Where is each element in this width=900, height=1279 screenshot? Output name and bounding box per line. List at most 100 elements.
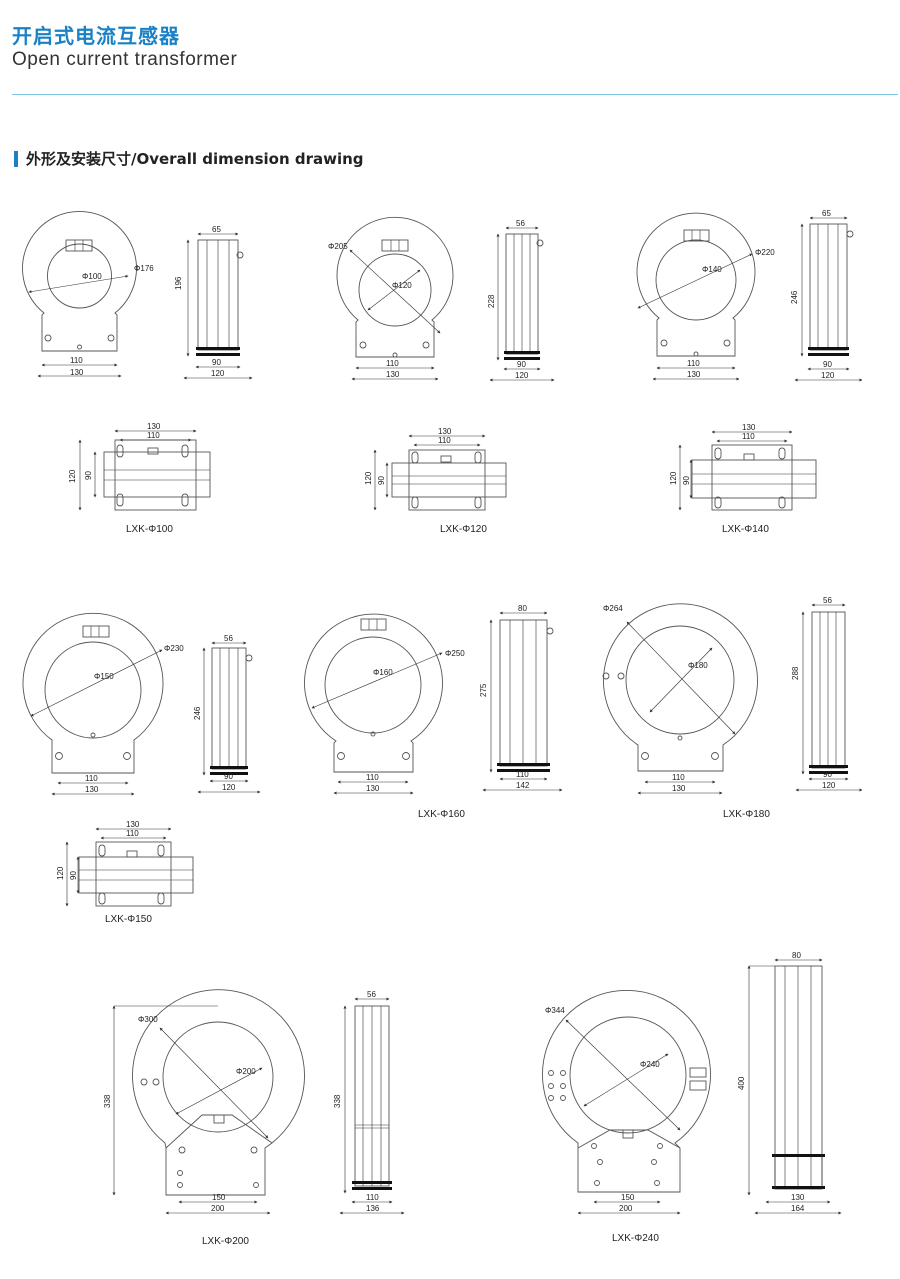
front-view: Φ150 Φ230 110 130 xyxy=(22,612,184,796)
side-width-label: 56 xyxy=(224,634,233,643)
base-outer-label: 130 xyxy=(70,368,84,377)
side-base-outer-label: 120 xyxy=(822,781,836,790)
top-inner-label: 110 xyxy=(438,436,451,445)
base-outer-label: 200 xyxy=(619,1204,633,1213)
section-marker xyxy=(14,150,18,167)
front-view: Φ100 Φ176 110 130 xyxy=(22,211,154,378)
front-view: Φ160 Φ250 110 130 xyxy=(304,613,465,795)
side-view: 56 338 110 136 xyxy=(333,990,405,1215)
side-view: 56 288 90 120 xyxy=(791,596,863,792)
phi-outer-label: Φ344 xyxy=(545,1006,565,1015)
side-height-label: 246 xyxy=(790,290,799,304)
top-outer-label: 130 xyxy=(438,427,452,436)
page-title-cn: 开启式电流互感器 xyxy=(12,24,180,48)
side-base-inner-label: 90 xyxy=(224,772,233,781)
base-inner-label: 110 xyxy=(70,356,83,365)
top-view: 130 110 120 90 xyxy=(669,423,817,511)
top-view: 130 110 120 90 xyxy=(56,820,194,907)
drawing-lxk-phi240: Φ344 Φ240 150 200 80 400 130 164 LXK-Φ24… xyxy=(542,951,842,1244)
phi-outer-label: Φ250 xyxy=(445,649,465,658)
base-inner-label: 110 xyxy=(687,359,700,368)
side-base-inner-label: 110 xyxy=(516,770,529,779)
front-view: Φ344 Φ240 150 200 xyxy=(542,989,711,1215)
side-base-inner-label: 90 xyxy=(517,360,526,369)
top-outer-label: 130 xyxy=(147,422,161,431)
phi-inner-label: Φ200 xyxy=(236,1067,256,1076)
model-caption: LXK-Φ140 xyxy=(722,524,769,535)
side-base-outer-label: 120 xyxy=(211,369,225,378)
front-view: Φ205 Φ120 110 130 xyxy=(328,216,454,381)
model-caption: LXK-Φ180 xyxy=(723,809,770,820)
side-base-outer-label: 120 xyxy=(222,783,236,792)
base-inner-label: 110 xyxy=(85,774,98,783)
phi-outer-label: Φ220 xyxy=(755,248,775,257)
model-caption: LXK-Φ150 xyxy=(105,914,152,925)
base-outer-label: 130 xyxy=(85,785,99,794)
section-title: 外形及安装尺寸/Overall dimension drawing xyxy=(26,150,364,168)
drawing-lxk-phi100: Φ100 Φ176 110 130 65 196 90 120 xyxy=(22,211,253,535)
top-h-inner-label: 90 xyxy=(682,476,691,485)
top-inner-label: 110 xyxy=(742,432,755,441)
side-view: 65 196 90 120 xyxy=(174,225,253,380)
side-base-inner-label: 90 xyxy=(823,360,832,369)
base-outer-label: 200 xyxy=(211,1204,225,1213)
phi-inner-label: Φ100 xyxy=(82,272,102,281)
side-height-label: 338 xyxy=(333,1094,342,1108)
side-width-label: 56 xyxy=(823,596,832,605)
base-outer-label: 130 xyxy=(672,784,686,793)
base-inner-label: 110 xyxy=(386,359,399,368)
model-caption: LXK-Φ200 xyxy=(202,1236,249,1247)
side-height-label: 228 xyxy=(487,294,496,308)
model-caption: LXK-Φ240 xyxy=(612,1233,659,1244)
top-h-outer-label: 120 xyxy=(669,471,678,485)
top-outer-label: 130 xyxy=(126,820,140,829)
side-height-label: 275 xyxy=(479,683,488,697)
front-height-label: 338 xyxy=(103,1094,112,1108)
side-width-label: 80 xyxy=(792,951,801,960)
side-view: 80 400 130 164 xyxy=(737,951,842,1215)
drawing-lxk-phi140: Φ140 Φ220 110 130 65 246 90 120 xyxy=(636,209,863,535)
top-inner-label: 110 xyxy=(147,431,160,440)
front-view: Φ264 Φ180 110 130 xyxy=(602,603,758,795)
base-inner-label: 110 xyxy=(366,773,379,782)
side-base-outer-label: 142 xyxy=(516,781,530,790)
side-base-inner-label: 130 xyxy=(791,1193,805,1202)
phi-inner-label: Φ160 xyxy=(373,668,393,677)
side-height-label: 246 xyxy=(193,706,202,720)
drawing-lxk-phi150: Φ150 Φ230 110 130 56 246 90 120 xyxy=(22,612,261,925)
base-inner-label: 110 xyxy=(672,773,685,782)
top-h-inner-label: 90 xyxy=(84,471,93,480)
base-outer-label: 130 xyxy=(687,370,701,379)
phi-outer-label: Φ205 xyxy=(328,242,348,251)
top-inner-label: 110 xyxy=(126,829,139,838)
header-divider xyxy=(12,94,898,95)
side-width-label: 56 xyxy=(367,990,376,999)
side-base-outer-label: 120 xyxy=(821,371,835,380)
base-inner-label: 150 xyxy=(621,1193,635,1202)
side-view: 56 246 90 120 xyxy=(193,634,261,794)
side-base-outer-label: 136 xyxy=(366,1204,380,1213)
base-inner-label: 150 xyxy=(212,1193,226,1202)
top-h-outer-label: 120 xyxy=(56,866,65,880)
side-base-outer-label: 164 xyxy=(791,1204,805,1213)
section-heading: 外形及安装尺寸/Overall dimension drawing xyxy=(14,148,364,169)
side-width-label: 65 xyxy=(212,225,221,234)
top-h-inner-label: 90 xyxy=(69,871,78,880)
top-h-outer-label: 120 xyxy=(364,471,373,485)
front-view: Φ300 Φ200 338 150 200 xyxy=(103,989,305,1215)
drawing-lxk-phi180: Φ264 Φ180 110 130 56 288 90 120 LXK-Φ180 xyxy=(602,596,863,820)
side-height-label: 288 xyxy=(791,666,800,680)
side-height-label: 400 xyxy=(737,1076,746,1090)
phi-outer-label: Φ264 xyxy=(603,604,623,613)
phi-inner-label: Φ180 xyxy=(688,661,708,670)
phi-inner-label: Φ240 xyxy=(640,1060,660,1069)
phi-outer-label: Φ176 xyxy=(134,264,154,273)
top-outer-label: 130 xyxy=(742,423,756,432)
top-h-outer-label: 120 xyxy=(68,469,77,483)
side-base-inner-label: 90 xyxy=(212,358,221,367)
side-width-label: 56 xyxy=(516,219,525,228)
base-outer-label: 130 xyxy=(366,784,380,793)
side-height-label: 196 xyxy=(174,276,183,290)
base-outer-label: 130 xyxy=(386,370,400,379)
